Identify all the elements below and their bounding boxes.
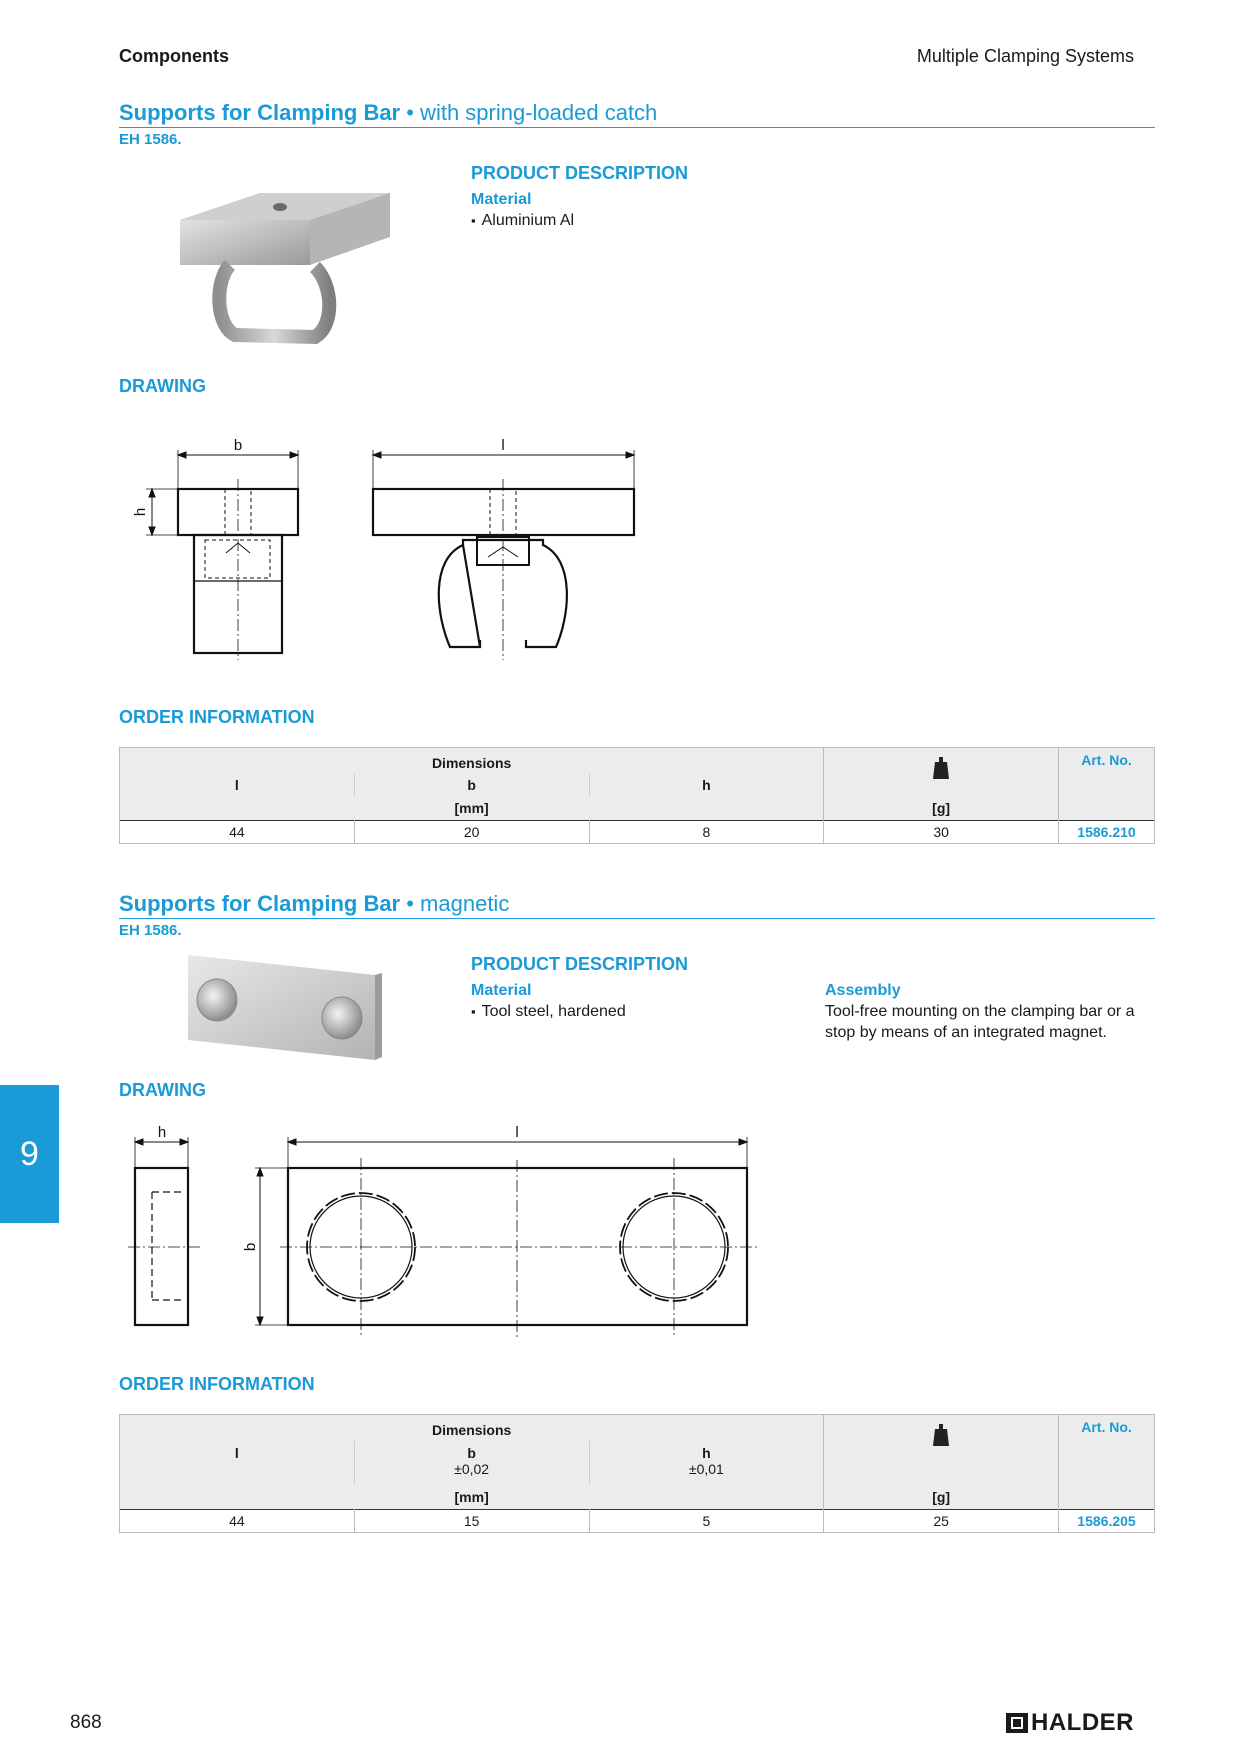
section-title-magnetic: Supports for Clamping Bar • magnetic [119,891,1155,919]
dim-label-l: l [501,437,504,454]
unit-g: [g] [823,796,1059,821]
art-no-header: Art. No. [1058,747,1155,821]
order-table-magnetic: Dimensions Art. No. l b ±0,02 h ±0,01 [m… [118,1414,1155,1533]
product-code: EH 1586. [119,131,182,148]
dimensions-header: Dimensions [118,747,824,774]
drawing-heading: DRAWING [119,376,206,396]
section-title-spring: Supports for Clamping Bar • with spring-… [119,100,1155,128]
dim-label-h: h [132,508,149,516]
technical-drawing-spring-catch: b h l [132,437,636,660]
art-no-header: Art. No. [1058,1414,1155,1510]
material-value: Tool steel, hardened [471,1001,626,1022]
weight-header [823,747,1059,796]
col-h-label: h [702,1445,711,1461]
unit-mm: [mm] [118,796,824,821]
section-title-suffix: • magnetic [400,891,510,916]
col-l-header: l [119,774,355,796]
cell-weight: 30 [823,820,1059,844]
table-row: 44 15 5 25 1586.205 [119,1509,1155,1533]
order-information-heading: ORDER INFORMATION [119,707,315,727]
section-title-main: Supports for Clamping Bar [119,100,401,125]
col-b-tolerance: ±0,02 [454,1461,490,1477]
table-row: 44 20 8 30 1586.210 [119,820,1155,844]
order-information-heading: ORDER INFORMATION [119,1374,315,1394]
cell-h: 8 [588,820,824,844]
cell-l: 44 [119,1509,355,1533]
material-value: Aluminium Al [471,210,574,231]
brand-name: HALDER [1031,1709,1134,1736]
weight-header [823,1414,1059,1485]
drawing-heading: DRAWING [119,1080,206,1100]
dim-label-b: b [234,437,242,454]
material-label: Material [471,982,532,999]
dim-label-l: l [515,1124,518,1141]
col-b-label: b [467,1445,476,1461]
product-image-spring-catch [180,193,390,345]
col-h-header: h [588,774,824,796]
weight-icon [933,1424,950,1446]
product-description-heading: PRODUCT DESCRIPTION [471,954,689,974]
product-description-heading: PRODUCT DESCRIPTION [471,163,689,183]
cell-art-no[interactable]: 1586.210 [1058,820,1155,844]
assembly-label: Assembly [825,982,901,999]
section-title-main: Supports for Clamping Bar [119,891,401,916]
section-title-suffix: • with spring-loaded catch [400,100,658,125]
dim-label-h: h [158,1124,166,1141]
header-category: Components [119,46,229,66]
cell-h: 5 [588,1509,824,1533]
col-b-header: b ±0,02 [353,1441,589,1485]
chapter-tab[interactable]: 9 [0,1085,59,1223]
cell-b: 15 [353,1509,589,1533]
cell-l: 44 [119,820,355,844]
dimensions-header: Dimensions [118,1414,824,1441]
halder-logo-icon [1006,1713,1028,1733]
col-h-header: h ±0,01 [588,1441,824,1485]
order-table-spring-catch: Dimensions Art. No. l b h [mm] [g] 44 20… [118,747,1155,844]
cell-art-no[interactable]: 1586.205 [1058,1509,1155,1533]
assembly-value: Tool-free mounting on the clamping bar o… [825,1003,1135,1041]
product-image-magnetic [188,955,382,1060]
col-b-header: b [353,774,589,796]
unit-mm: [mm] [118,1485,824,1510]
material-label: Material [471,191,532,208]
product-code: EH 1586. [119,922,182,939]
dim-label-b: b [242,1243,259,1251]
col-h-tolerance: ±0,01 [688,1461,724,1477]
page-number: 868 [70,1712,102,1733]
header-chapter: Multiple Clamping Systems [916,46,1134,66]
weight-icon [933,757,950,779]
cell-weight: 25 [823,1509,1059,1533]
col-l-header: l [119,1441,355,1485]
brand-logo: HALDER [1006,1709,1134,1737]
technical-drawing-magnetic: h l b [128,1124,760,1338]
cell-b: 20 [353,820,589,844]
unit-g: [g] [823,1485,1059,1510]
